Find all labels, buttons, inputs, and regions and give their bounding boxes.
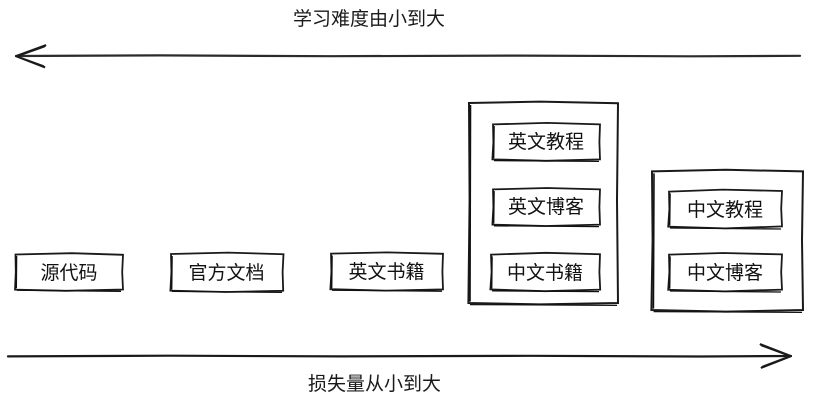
node-english-tutorials[interactable]: 英文教程 (492, 123, 600, 160)
node-chinese-books[interactable]: 中文书籍 (490, 253, 600, 291)
node-english-books[interactable]: 英文书籍 (330, 253, 443, 290)
top-axis-arrow (14, 44, 802, 69)
node-label: 英文教程 (507, 131, 584, 153)
node-label: 中文教程 (686, 198, 763, 221)
node-label: 官方文档 (188, 261, 265, 284)
box-outline-english-blogs (491, 187, 601, 228)
node-label: 英文书籍 (348, 261, 425, 283)
node-source-code[interactable]: 源代码 (15, 253, 123, 291)
box-outline-english-books (329, 251, 444, 292)
box-outline-source-code (14, 252, 124, 292)
node-label: 中文博客 (686, 261, 763, 284)
bottom-axis-arrow (6, 343, 793, 369)
node-label: 源代码 (40, 261, 98, 284)
node-official-docs[interactable]: 官方文档 (170, 253, 283, 291)
box-outline-chinese-books (489, 251, 602, 293)
box-outline-official-docs (169, 251, 285, 294)
bottom-axis-label: 损失量从小到大 (308, 373, 442, 395)
node-english-blogs[interactable]: 英文博客 (492, 188, 600, 225)
node-chinese-blogs[interactable]: 中文博客 (668, 253, 782, 291)
box-outline-english-tutorials (491, 121, 601, 163)
top-axis-label: 学习难度由小到大 (293, 8, 446, 30)
box-outline-chinese-tutorials (667, 188, 783, 230)
node-chinese-tutorials[interactable]: 中文教程 (668, 190, 782, 228)
node-label: 中文书籍 (506, 261, 583, 284)
node-label: 英文博客 (507, 196, 584, 218)
box-outline-chinese-blogs (667, 252, 783, 293)
